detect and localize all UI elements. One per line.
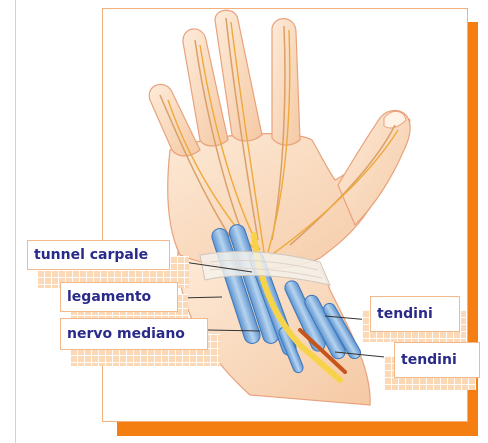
label-box: tendini: [394, 342, 480, 378]
label-box: tendini: [370, 296, 460, 332]
label-box: nervo mediano: [60, 318, 208, 350]
label-nervo-mediano-text: nervo mediano: [67, 326, 185, 342]
label-box: tunnel carpale: [27, 240, 170, 270]
label-tendini-upper-text: tendini: [377, 306, 433, 322]
label-tunnel-carpale-text: tunnel carpale: [34, 247, 148, 263]
label-tendini-lower-text: tendini: [401, 352, 457, 368]
label-legamento-text: legamento: [67, 289, 151, 305]
label-box: legamento: [60, 282, 178, 312]
